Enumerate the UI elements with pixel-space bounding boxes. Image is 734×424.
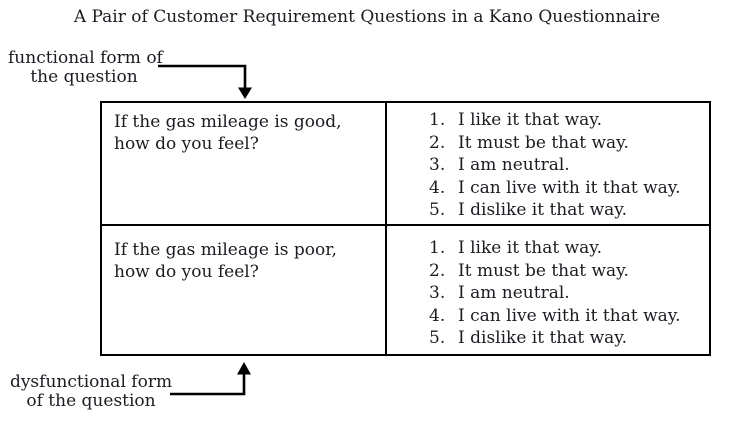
functional-options-cell: 1. I like it that way. 2. It must be tha…: [387, 103, 709, 226]
functional-question-cell: If the gas mileage is good, how do you f…: [102, 103, 387, 226]
option-number: 2.: [429, 260, 446, 281]
question-text: If the gas mileage is poor,: [114, 240, 337, 260]
option-number: 5.: [429, 200, 446, 221]
option-text: I am neutral.: [458, 155, 570, 176]
option-text: I am neutral.: [458, 283, 570, 304]
option-number: 3.: [429, 283, 446, 304]
option-text: I dislike it that way.: [458, 328, 628, 349]
kano-question-table: If the gas mileage is good, how do you f…: [100, 101, 711, 356]
option-text: I dislike it that way.: [458, 200, 628, 221]
option-number: 1.: [429, 238, 446, 258]
option-item: 2. It must be that way.: [429, 132, 705, 155]
option-item: 5. I dislike it that way.: [429, 199, 705, 222]
option-number: 1.: [429, 110, 446, 130]
question-text: how do you feel?: [114, 133, 259, 154]
option-item: 3. I am neutral.: [429, 154, 705, 177]
option-item: 1. I like it that way.: [429, 237, 705, 260]
dysfunctional-form-label: dysfunctional form of the question: [6, 373, 176, 410]
option-text: I can live with it that way.: [458, 305, 681, 326]
option-text: I like it that way.: [458, 110, 603, 130]
option-item: 5. I dislike it that way.: [429, 327, 705, 350]
dysfunctional-form-arrow-icon: [170, 362, 251, 396]
functional-form-label-line1: functional form of: [8, 48, 163, 68]
dysfunctional-options-cell: 1. I like it that way. 2. It must be tha…: [387, 226, 709, 354]
question-text: how do you feel?: [114, 261, 259, 282]
option-text: It must be that way.: [458, 260, 629, 281]
option-item: 4. I can live with it that way.: [429, 305, 705, 328]
dysfunctional-question-cell: If the gas mileage is poor, how do you f…: [102, 226, 387, 354]
functional-form-arrow-icon: [158, 64, 252, 99]
option-number: 4.: [429, 305, 446, 326]
option-number: 2.: [429, 132, 446, 153]
figure-title: A Pair of Customer Requirement Questions…: [73, 7, 661, 27]
option-item: 2. It must be that way.: [429, 260, 705, 283]
question-text: If the gas mileage is good,: [114, 112, 342, 132]
option-number: 3.: [429, 155, 446, 176]
option-text: I can live with it that way.: [458, 177, 681, 198]
option-item: 1. I like it that way.: [429, 109, 705, 132]
option-number: 4.: [429, 177, 446, 198]
option-text: It must be that way.: [458, 132, 629, 153]
option-item: 3. I am neutral.: [429, 282, 705, 305]
option-text: I like it that way.: [458, 238, 603, 258]
functional-form-label-line2: the question: [30, 66, 138, 87]
option-item: 4. I can live with it that way.: [429, 177, 705, 200]
option-number: 5.: [429, 328, 446, 349]
functional-form-label: functional form of the question: [8, 48, 163, 87]
dysfunctional-form-label-line2: of the question: [26, 390, 156, 411]
dysfunctional-form-label-line1: dysfunctional form: [9, 372, 173, 392]
